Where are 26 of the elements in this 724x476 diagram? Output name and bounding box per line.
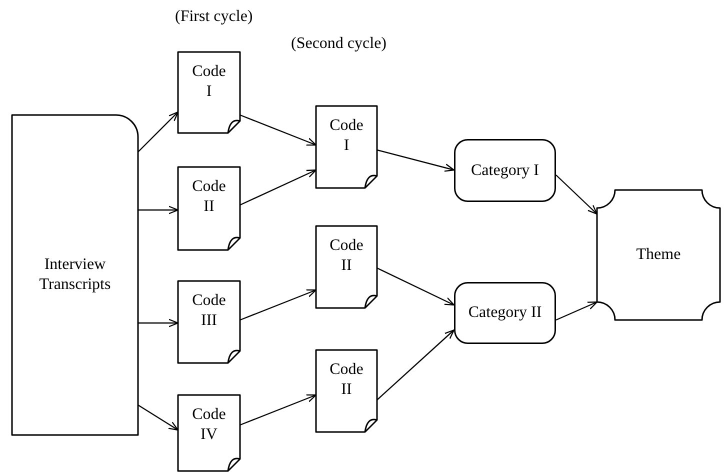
node-label: Interview Transcripts — [38, 255, 112, 295]
node-label: Theme — [635, 245, 682, 265]
arrow — [376, 329, 455, 400]
node-label: Code I — [191, 62, 227, 102]
arrow — [138, 206, 179, 214]
node-label: Code III — [191, 291, 227, 331]
arrow — [240, 289, 317, 321]
cycle-label: (First cycle) — [175, 8, 253, 26]
arrow — [376, 149, 455, 172]
node-label: Code II — [328, 360, 364, 400]
node-label: Code IV — [191, 405, 227, 445]
arrow — [556, 301, 598, 321]
cycle-label: (Second cycle) — [291, 35, 387, 53]
node-label: Code I — [328, 116, 364, 156]
node-label: Category I — [470, 160, 540, 180]
arrow — [138, 404, 179, 431]
node-label: Code II — [191, 177, 227, 217]
node-label: Category II — [468, 303, 542, 323]
arrow — [556, 174, 598, 215]
arrow — [240, 114, 317, 146]
arrow — [376, 267, 455, 306]
arrow — [138, 318, 179, 328]
node-label: Code II — [328, 236, 364, 276]
arrow — [240, 169, 317, 206]
arrow — [240, 394, 317, 426]
arrow — [138, 111, 179, 152]
